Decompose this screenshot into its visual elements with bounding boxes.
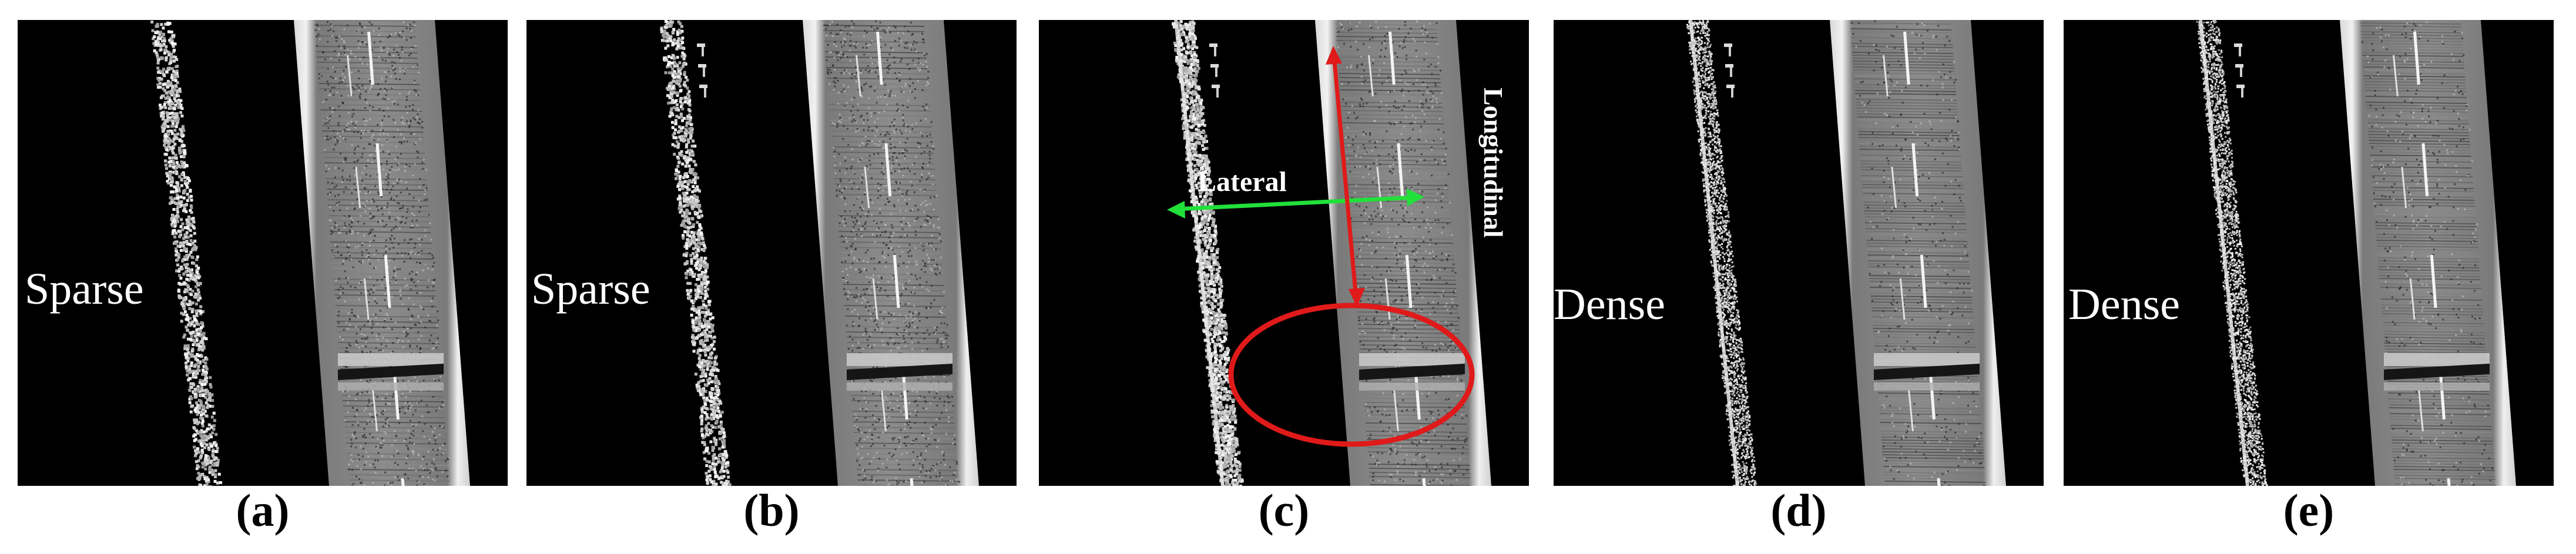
point-cloud-road-image	[1686, 20, 2006, 486]
sparse-label: Sparse	[25, 264, 144, 314]
dense-label: Dense	[2068, 280, 2180, 329]
panel-d-scan-image: Dense	[1554, 20, 2044, 486]
caption-d: (d)	[1770, 485, 1827, 536]
joint-highlight-ellipse	[1228, 303, 1475, 447]
caption-a: (a)	[236, 485, 290, 536]
sparse-label: Sparse	[531, 264, 650, 314]
panel-c-scan-image: Lateral Longitudinal	[1039, 20, 1529, 486]
caption-b: (b)	[743, 485, 800, 536]
lateral-arrow	[1167, 189, 1424, 219]
annotation-layer	[1167, 46, 1475, 447]
panel-a-scan-image: Sparse	[18, 20, 508, 486]
longitudinal-label: Longitudinal	[1478, 88, 1508, 238]
longitudinal-arrow	[1326, 46, 1365, 307]
caption-c: (c)	[1258, 485, 1310, 536]
lateral-label: Lateral	[1198, 166, 1287, 197]
panel-b-scan-image: Sparse	[526, 20, 1017, 486]
dense-label: Dense	[1554, 280, 1665, 329]
point-cloud-road-image	[1172, 20, 1491, 486]
panel-e-scan-image: Dense	[2064, 20, 2554, 486]
point-cloud-road-image	[660, 20, 979, 486]
point-cloud-road-image	[150, 20, 470, 486]
caption-e: (e)	[2283, 485, 2334, 536]
point-cloud-road-image	[2196, 20, 2516, 486]
